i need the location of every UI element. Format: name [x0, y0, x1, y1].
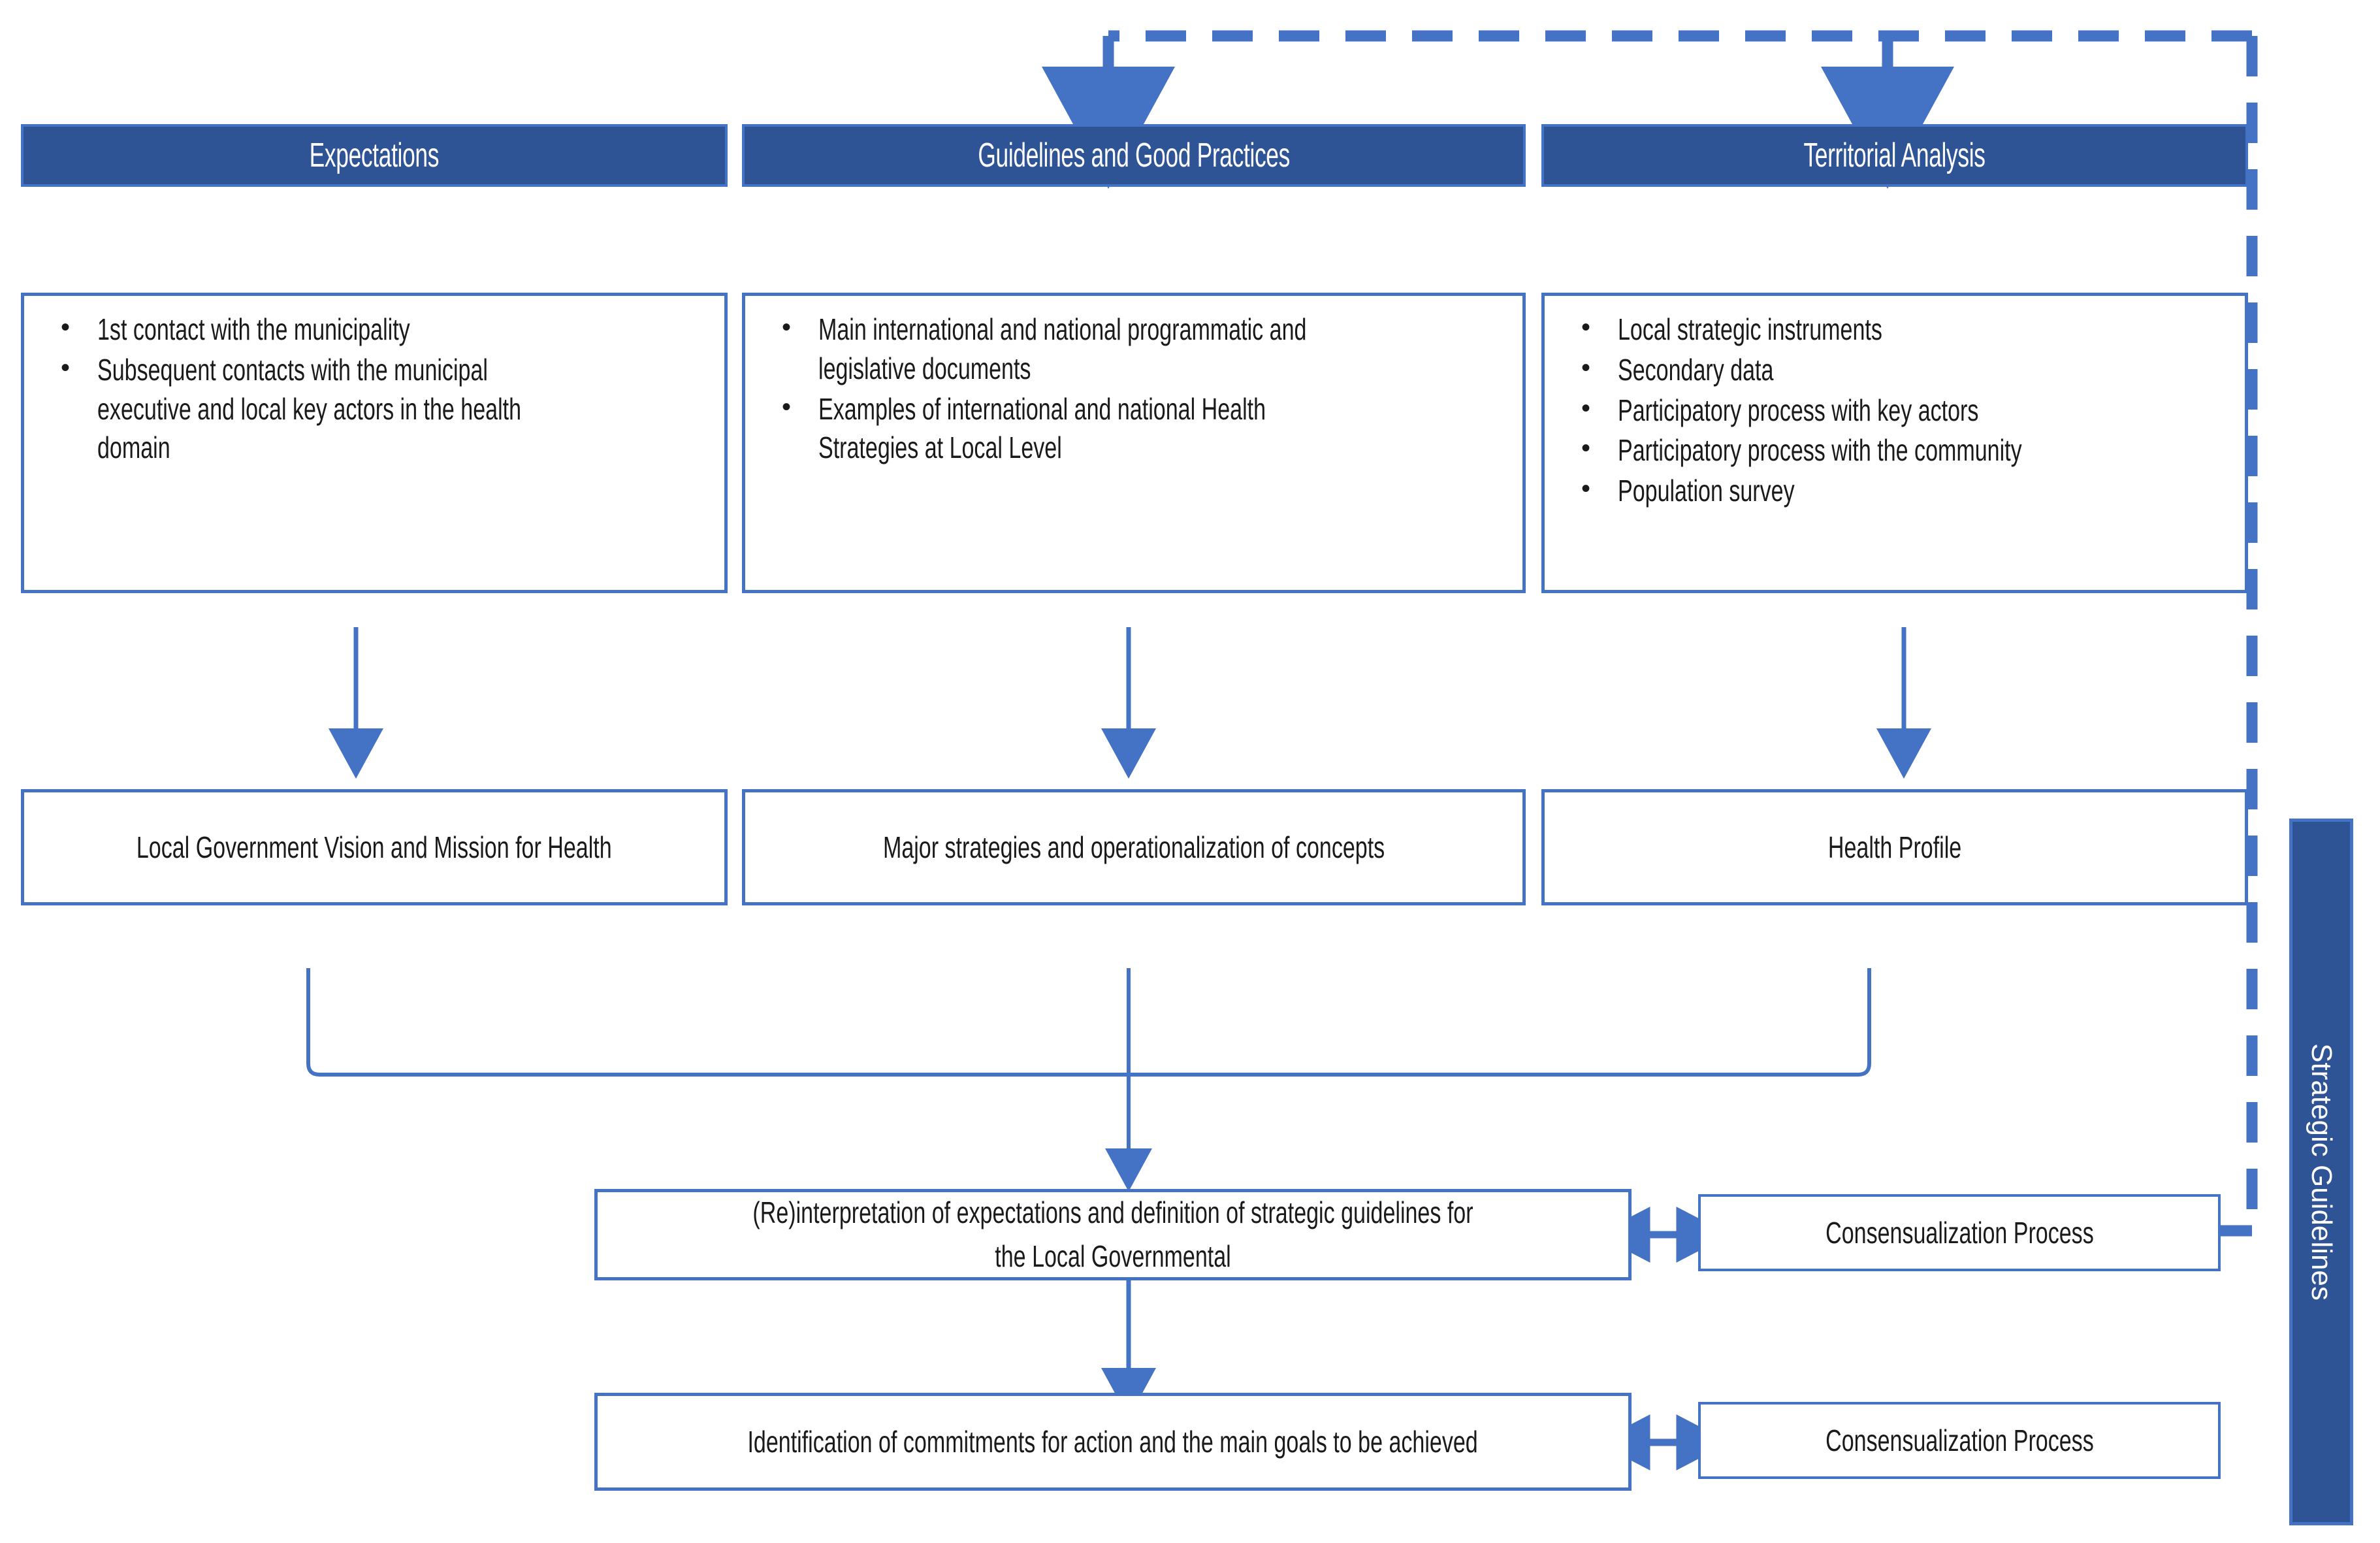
outcome-label: Health Profile [1827, 830, 1962, 864]
synthesis-text-wrap: Identification of commitments for action… [598, 1396, 1628, 1487]
synthesis-label: Identification of commitments for action… [747, 1424, 1479, 1459]
list-item-label: Local strategic instruments [1618, 312, 1882, 346]
synthesis-box-reinterpretation: (Re)interpretation of expectations and d… [594, 1189, 1632, 1280]
bullet-icon: • [1581, 313, 1591, 342]
consensualization-text-wrap: Consensualization Process [1701, 1405, 2218, 1476]
bullet-icon: • [1581, 353, 1591, 382]
column-header-label: Expectations [309, 137, 440, 174]
bullet-list: • 1st contact with the municipality • Su… [24, 296, 724, 469]
list-item-label: Examples of international and national H… [818, 391, 1266, 465]
list-item: • Main international and national progra… [767, 310, 1503, 389]
bullet-icon: • [1581, 393, 1591, 423]
consensualization-box-1: Consensualization Process [1698, 1194, 2221, 1271]
synthesis-label: (Re)interpretation of expectations and d… [752, 1195, 1473, 1273]
bullet-list: • Main international and national progra… [745, 296, 1522, 469]
outcome-box-major-strategies: Major strategies and operationalization … [742, 789, 1526, 905]
list-item: • Participatory process with the communi… [1567, 431, 2225, 470]
list-item-label: Subsequent contacts with the municipal e… [97, 352, 522, 465]
list-item: • Participatory process with key actors [1567, 391, 2225, 430]
list-item: • Examples of international and national… [767, 390, 1503, 468]
synthesis-text-wrap: (Re)interpretation of expectations and d… [598, 1192, 1628, 1277]
bullet-icon: • [61, 353, 71, 382]
column-header-guidelines-and-good-practices[interactable]: Guidelines and Good Practices [742, 124, 1526, 187]
list-item: • 1st contact with the municipality [46, 310, 705, 349]
list-item: • Secondary data [1567, 351, 2225, 390]
list-item-label: Participatory process with key actors [1618, 393, 1979, 427]
outcome-text-wrap: Major strategies and operationalization … [745, 792, 1522, 902]
consensualization-text-wrap: Consensualization Process [1701, 1197, 2218, 1269]
consensualization-label: Consensualization Process [1825, 1215, 2094, 1250]
outcome-label: Major strategies and operationalization … [882, 830, 1385, 864]
column-header-territorial-analysis[interactable]: Territorial Analysis [1541, 124, 2248, 187]
bullet-box-expectations: • 1st contact with the municipality • Su… [21, 293, 728, 593]
bullet-icon: • [1581, 434, 1591, 463]
bullet-box-territorial-analysis: • Local strategic instruments • Secondar… [1541, 293, 2248, 593]
synthesis-box-identification: Identification of commitments for action… [594, 1393, 1632, 1491]
strategic-guidelines-sidebar: Strategic Guidelines [2289, 819, 2353, 1525]
list-item: • Local strategic instruments [1567, 310, 2225, 349]
bullet-icon: • [782, 392, 792, 421]
outcome-label: Local Government Vision and Mission for … [137, 830, 612, 864]
list-item-label: Population survey [1618, 474, 1795, 508]
column-header-expectations[interactable]: Expectations [21, 124, 728, 187]
outcome-text-wrap: Health Profile [1545, 792, 2245, 902]
bullet-icon: • [61, 313, 71, 342]
list-item-label: Participatory process with the community [1618, 433, 2022, 468]
bullet-list: • Local strategic instruments • Secondar… [1545, 296, 2245, 512]
consensualization-box-2: Consensualization Process [1698, 1402, 2221, 1479]
outcome-text-wrap: Local Government Vision and Mission for … [24, 792, 724, 902]
column-header-label: Guidelines and Good Practices [978, 137, 1290, 174]
list-item-label: 1st contact with the municipality [97, 312, 410, 346]
bullet-icon: • [1581, 474, 1591, 504]
bullet-icon: • [782, 313, 792, 342]
list-item-label: Secondary data [1618, 352, 1774, 387]
list-item-label: Main international and national programm… [818, 312, 1307, 385]
consensualization-label: Consensualization Process [1825, 1423, 2094, 1457]
outcome-box-local-government-vision: Local Government Vision and Mission for … [21, 789, 728, 905]
bullet-box-guidelines-and-good-practices: • Main international and national progra… [742, 293, 1526, 593]
column-header-label: Territorial Analysis [1803, 137, 1986, 174]
dashed-feedback-path [1042, 30, 2258, 1237]
strategic-guidelines-label: Strategic Guidelines [2306, 1043, 2338, 1301]
merge-connector [306, 968, 1871, 1192]
outcome-box-health-profile: Health Profile [1541, 789, 2248, 905]
list-item: • Subsequent contacts with the municipal… [46, 351, 705, 468]
list-item: • Population survey [1567, 472, 2225, 511]
